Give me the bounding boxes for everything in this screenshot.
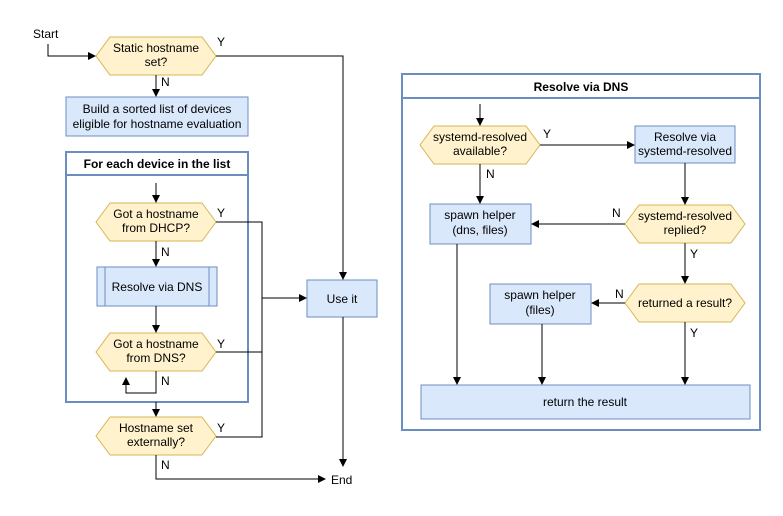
decision-external-line1: Hostname set bbox=[119, 421, 194, 435]
edge-dns-no: N bbox=[161, 374, 170, 388]
decision-resolved-available-line2: available? bbox=[453, 144, 507, 158]
decision-static-hostname-line1: Static hostname bbox=[113, 41, 199, 55]
decision-resolved-available-line1: systemd-resolved bbox=[433, 130, 527, 144]
process-use-it-label: Use it bbox=[327, 292, 358, 306]
edge-available-yes: Y bbox=[543, 127, 551, 141]
decision-dhcp-line2: from DHCP? bbox=[122, 221, 190, 235]
process-spawn-dns-files-line2: (dns, files) bbox=[452, 223, 507, 237]
decision-dns-line1: Got a hostname bbox=[113, 337, 199, 351]
decision-resolved-replied-line1: systemd-resolved bbox=[638, 209, 732, 223]
process-build-list-line1: Build a sorted list of devices bbox=[83, 102, 232, 116]
edge-dhcp-no: N bbox=[161, 245, 170, 259]
subprocess-resolve-dns-label: Resolve via DNS bbox=[112, 280, 203, 294]
process-resolve-via-resolved-line2: systemd-resolved bbox=[638, 144, 732, 158]
right-connectors bbox=[453, 104, 689, 385]
decision-dns: Got a hostname from DNS? bbox=[95, 332, 217, 372]
left-connectors bbox=[47, 44, 347, 483]
subprocess-resolve-dns: Resolve via DNS bbox=[96, 266, 218, 307]
edge-replied-no: N bbox=[612, 206, 621, 220]
resolve-frame-title: Resolve via DNS bbox=[534, 80, 629, 94]
process-return-result: return the result bbox=[420, 384, 751, 420]
loop-frame: For each device in the list bbox=[65, 151, 249, 403]
decision-returned-result-label: returned a result? bbox=[638, 296, 732, 310]
process-spawn-files: spawn helper (files) bbox=[489, 283, 592, 325]
decision-returned-result: returned a result? bbox=[624, 283, 746, 323]
edge-dhcp-yes: Y bbox=[217, 206, 225, 220]
decision-dhcp-line1: Got a hostname bbox=[113, 207, 199, 221]
edge-static-no: N bbox=[161, 75, 170, 89]
process-spawn-dns-files: spawn helper (dns, files) bbox=[429, 203, 532, 245]
start-label: Start bbox=[33, 27, 59, 41]
decision-external-line2: externally? bbox=[127, 435, 185, 449]
process-spawn-files-line2: (files) bbox=[525, 303, 554, 317]
end-label: End bbox=[331, 473, 352, 487]
decision-static-hostname-line2: set? bbox=[145, 55, 168, 69]
process-spawn-dns-files-line1: spawn helper bbox=[444, 208, 515, 222]
decision-resolved-replied: systemd-resolved replied? bbox=[624, 204, 746, 244]
decision-resolved-available: systemd-resolved available? bbox=[419, 125, 541, 165]
edge-external-no: N bbox=[161, 458, 170, 472]
decision-external: Hostname set externally? bbox=[95, 416, 217, 456]
decision-resolved-replied-line2: replied? bbox=[664, 223, 707, 237]
process-build-list: Build a sorted list of devices eligible … bbox=[65, 96, 249, 137]
edge-external-yes: Y bbox=[217, 421, 225, 435]
decision-dns-line2: from DNS? bbox=[126, 351, 186, 365]
resolve-frame: Resolve via DNS bbox=[401, 73, 761, 431]
edge-available-no: N bbox=[486, 167, 495, 181]
process-use-it: Use it bbox=[306, 279, 378, 318]
process-build-list-line2: eligible for hostname evaluation bbox=[73, 117, 242, 131]
process-return-result-label: return the result bbox=[543, 395, 628, 409]
process-resolve-via-resolved: Resolve via systemd-resolved bbox=[634, 125, 736, 164]
process-spawn-files-line1: spawn helper bbox=[504, 288, 575, 302]
edge-static-yes: Y bbox=[217, 35, 225, 49]
edge-returned-no: N bbox=[615, 287, 624, 301]
process-resolve-via-resolved-line1: Resolve via bbox=[654, 130, 716, 144]
decision-static-hostname: Static hostname set? bbox=[95, 36, 217, 76]
decision-dhcp: Got a hostname from DHCP? bbox=[95, 202, 217, 242]
edge-returned-yes: Y bbox=[690, 326, 698, 340]
edge-replied-yes: Y bbox=[690, 247, 698, 261]
edge-dns-yes: Y bbox=[217, 337, 225, 351]
loop-frame-title: For each device in the list bbox=[84, 157, 231, 171]
